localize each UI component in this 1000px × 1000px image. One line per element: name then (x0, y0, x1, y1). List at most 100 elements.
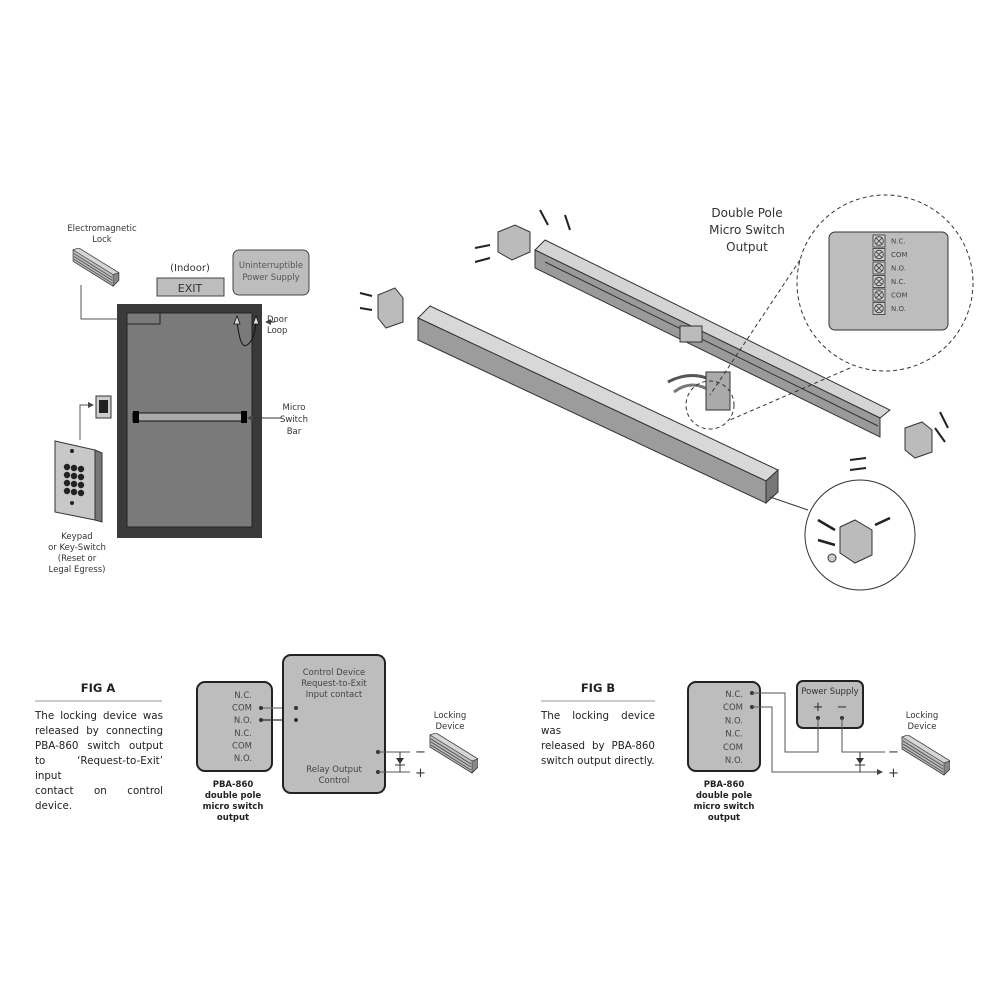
terminal: N.C. (872, 275, 906, 288)
door-loop-right-icon (252, 314, 260, 325)
exploded-view: Double Pole Micro Switch Output (359, 194, 974, 591)
terminal: COM (872, 248, 907, 261)
door-loop-label-2: Loop (267, 326, 287, 336)
fig-b-desc-line: released by PBA-860 (541, 740, 655, 752)
pin-label: COM (723, 743, 743, 753)
em-lock-label-2: Lock (92, 235, 111, 245)
bar-label-3: Bar (287, 427, 302, 437)
keypad-label-3: (Reset or (58, 554, 97, 564)
terminal-screw-icon (874, 303, 884, 314)
fig-a-desc-line: PBA-860 switch output (35, 740, 163, 752)
fig-a-diode-icon (395, 752, 405, 772)
fig-b-caption-3: micro switch (694, 802, 755, 812)
terminal-screw-icon (874, 276, 884, 287)
terminal: N.O. (872, 302, 906, 315)
keypad-small-icon (95, 395, 112, 419)
fig-b-plus: + (888, 766, 899, 781)
ps-minus: − (837, 700, 848, 715)
callout-label-3: Output (726, 240, 768, 254)
control-label-3: Input contact (306, 690, 363, 700)
control-label-1: Control Device (303, 668, 366, 678)
fig-b-minus: − (888, 745, 899, 760)
end-bracket-top (497, 224, 531, 261)
keypad-label-4: Legal Egress) (49, 565, 106, 575)
fig-a-desc-line: released by connecting (35, 725, 163, 737)
fig-a-desc-line: contact on control device. (35, 785, 163, 812)
fig-a-caption-4: output (217, 813, 249, 823)
fig-a-locking-label-2: Device (435, 722, 464, 732)
exit-sign (156, 277, 225, 297)
terminal-screw-icon (874, 249, 884, 260)
terminal: N.O. (872, 261, 906, 275)
terminal-label: N.O. (891, 265, 906, 273)
fig-b-locking-label-1: Locking (906, 711, 939, 721)
bar-label-1: Micro (283, 403, 306, 413)
fig-a-lock-icon (429, 733, 478, 774)
screw-icons (359, 209, 949, 471)
fig-a-plus: + (415, 766, 426, 781)
ups-label-1: Uninterruptible (239, 261, 303, 271)
mounting-channel (534, 239, 891, 438)
fig-a-desc-line: The locking device was (35, 710, 163, 722)
keypad-label-1: Keypad (61, 532, 92, 542)
lock-arrow (80, 285, 126, 322)
push-bar (417, 305, 779, 505)
em-lock-icon (72, 248, 120, 287)
relay-label-2: Control (319, 776, 350, 786)
pin-label: COM (723, 703, 743, 713)
power-supply-label: Power Supply (801, 687, 858, 697)
fig-b-caption-4: output (708, 813, 740, 823)
fig-a-caption-2: double pole (205, 791, 262, 801)
em-lock-label-1: Electromagnetic (67, 224, 137, 234)
fig-a-title: FIG A (81, 681, 116, 695)
pin-label: N.C. (234, 691, 252, 701)
terminal: N.C. (872, 234, 906, 248)
end-bracket-left (377, 287, 404, 329)
pin-label: N.O. (234, 716, 252, 726)
pin-label: COM (232, 741, 252, 751)
door-loop-left-icon (233, 314, 241, 325)
exit-sign-text: EXIT (178, 282, 203, 295)
fig-b-desc-line: switch output directly. (541, 755, 655, 767)
terminal-label: N.O. (891, 305, 906, 313)
fig-b-caption-2: double pole (696, 791, 753, 801)
terminal-label: COM (891, 251, 907, 259)
fig-a-switch-box (196, 681, 273, 772)
fig-a-caption-1: PBA-860 (213, 780, 254, 790)
fig-a-caption-3: micro switch (203, 802, 264, 812)
pin-label: COM (232, 704, 252, 714)
door-loop-label-1: Door (267, 315, 288, 325)
pin-label: N.C. (725, 730, 743, 740)
control-label-2: Request-to-Exit (301, 679, 367, 689)
callout-label-2: Micro Switch (709, 223, 785, 237)
fig-b-title: FIG B (581, 681, 615, 695)
fig-a-locking-label-1: Locking (434, 711, 467, 721)
keypad-icon (54, 440, 103, 523)
fig-b-switch-box (687, 681, 761, 772)
ups-box (232, 249, 310, 296)
detail-bracket (839, 519, 873, 564)
ups-label-2: Power Supply (242, 273, 299, 283)
keypad-label-2: or Key-Switch (48, 543, 106, 553)
terminal-block (828, 231, 949, 331)
power-supply-box (796, 680, 864, 729)
callout-label-1: Double Pole (711, 206, 782, 220)
end-bracket-right (904, 421, 933, 459)
pin-label: N.O. (725, 716, 743, 726)
terminal: COM (872, 288, 907, 302)
pin-label: N.C. (725, 690, 743, 700)
fig-b-locking-label-2: Device (907, 722, 936, 732)
indoor-label: (Indoor) (170, 263, 210, 274)
terminal-label: N.C. (891, 238, 906, 246)
pin-label: N.C. (234, 729, 252, 739)
micro-switch-bar (132, 412, 247, 422)
wire-harness (667, 371, 731, 411)
relay-label-1: Relay Output (306, 765, 362, 775)
